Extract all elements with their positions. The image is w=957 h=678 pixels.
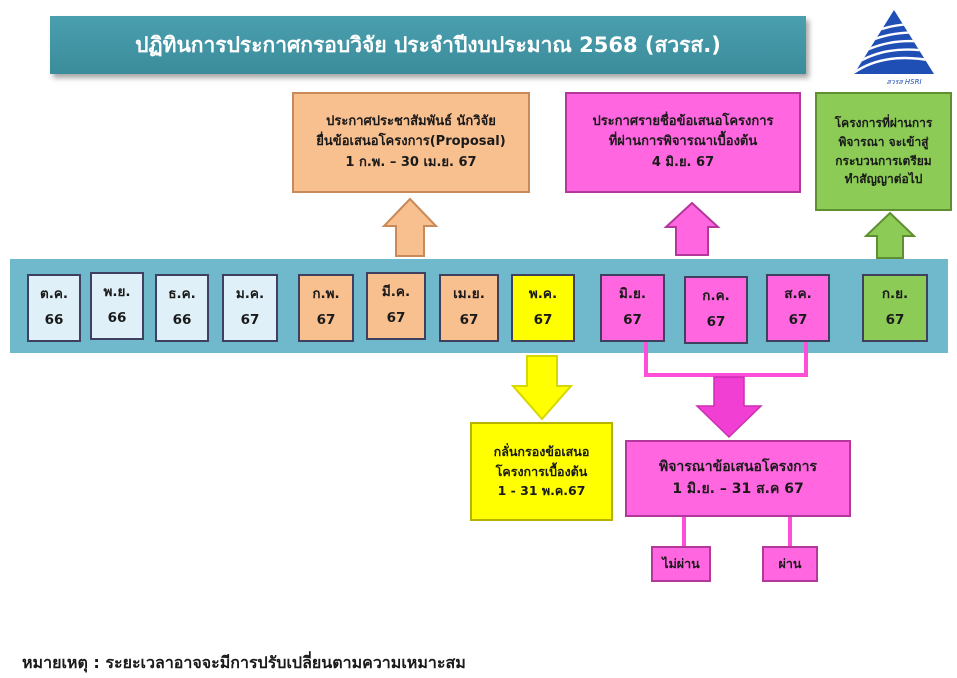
month-year: 66 bbox=[107, 310, 127, 326]
box-line: ที่ผ่านการพิจารณาเบื้องต้น bbox=[608, 134, 758, 150]
box-line: กลั่นกรองข้อเสนอ bbox=[493, 444, 590, 460]
box-line: 1 มิ.ย. – 31 ส.ค 67 bbox=[672, 480, 804, 497]
month-sep-67: ก.ย. 67 bbox=[862, 274, 928, 342]
box-line: ประกาศรายชื่อข้อเสนอโครงการ bbox=[592, 114, 774, 130]
box-line: ยื่นข้อเสนอโครงการ(Proposal) bbox=[316, 134, 506, 150]
box-line: 1 ก.พ. – 30 เม.ย. 67 bbox=[345, 154, 477, 170]
box-line: โครงการเบื้องต้น bbox=[495, 463, 588, 479]
box-line: พิจารณา จะเข้าสู่ bbox=[838, 134, 929, 149]
month-name: ส.ค. bbox=[784, 286, 812, 303]
box-line: 1 - 31 พ.ค.67 bbox=[497, 483, 586, 499]
up-arrow-icon bbox=[381, 197, 439, 257]
month-year: 67 bbox=[623, 312, 642, 328]
month-jun-67: มิ.ย. 67 bbox=[600, 274, 665, 342]
consideration-box: พิจารณาข้อเสนอโครงการ 1 มิ.ย. – 31 ส.ค 6… bbox=[625, 440, 851, 517]
month-year: 67 bbox=[533, 312, 553, 328]
month-year: 67 bbox=[706, 314, 726, 330]
month-name: ม.ค. bbox=[235, 286, 265, 303]
box-line: ทำสัญญาต่อไป bbox=[844, 172, 923, 187]
month-name: ธ.ค. bbox=[168, 286, 196, 303]
contract-preparation-box: โครงการที่ผ่านการ พิจารณา จะเข้าสู่ กระบ… bbox=[815, 92, 952, 211]
month-oct-66: ต.ค. 66 bbox=[27, 274, 81, 342]
month-name: มี.ค. bbox=[381, 284, 411, 301]
month-may-67: พ.ค. 67 bbox=[511, 274, 575, 342]
month-year: 67 bbox=[316, 312, 336, 328]
month-aug-67: ส.ค. 67 bbox=[766, 274, 830, 342]
month-year: 67 bbox=[240, 312, 260, 328]
month-year: 67 bbox=[459, 312, 479, 328]
month-name: ก.ค. bbox=[702, 288, 730, 305]
box-line: ประกาศประชาสัมพันธ์ นักวิจัย bbox=[326, 114, 496, 130]
logo-text: สวรส HSRI bbox=[886, 78, 921, 86]
month-feb-67: ก.พ. 67 bbox=[298, 274, 354, 342]
month-mar-67: มี.ค. 67 bbox=[366, 272, 426, 340]
box-line: 4 มิ.ย. 67 bbox=[651, 154, 715, 170]
up-arrow-icon bbox=[663, 201, 721, 256]
month-name: พ.ค. bbox=[528, 286, 558, 303]
box-line: กระบวนการเตรียม bbox=[835, 153, 932, 168]
down-arrow-icon bbox=[695, 376, 763, 439]
month-dec-66: ธ.ค. 66 bbox=[155, 274, 209, 342]
month-name: มิ.ย. bbox=[618, 286, 647, 303]
month-jan-67: ม.ค. 67 bbox=[222, 274, 278, 342]
box-line: พิจารณาข้อเสนอโครงการ bbox=[658, 458, 818, 475]
preliminary-list-box: ประกาศรายชื่อข้อเสนอโครงการ ที่ผ่านการพิ… bbox=[565, 92, 801, 193]
fail-box: ไม่ผ่าน bbox=[651, 546, 711, 582]
month-name: ต.ค. bbox=[39, 286, 69, 303]
box-line: โครงการที่ผ่านการ bbox=[834, 116, 933, 131]
month-jul-67: ก.ค. 67 bbox=[684, 276, 748, 344]
month-nov-66: พ.ย. 66 bbox=[90, 272, 144, 340]
month-year: 66 bbox=[44, 312, 64, 328]
screening-box: กลั่นกรองข้อเสนอ โครงการเบื้องต้น 1 - 31… bbox=[470, 422, 613, 521]
month-name: เม.ย. bbox=[453, 286, 485, 303]
up-arrow-icon bbox=[863, 211, 917, 259]
page-title: ปฏิทินการประกาศกรอบวิจัย ประจำปีงบประมาณ… bbox=[50, 16, 806, 74]
proposal-announcement-box: ประกาศประชาสัมพันธ์ นักวิจัย ยื่นข้อเสนอ… bbox=[292, 92, 530, 193]
hsri-triangle-logo-icon: สวรส HSRI bbox=[854, 10, 934, 86]
month-year: 67 bbox=[386, 310, 406, 326]
pass-box: ผ่าน bbox=[762, 546, 818, 582]
month-name: พ.ย. bbox=[103, 284, 131, 301]
month-apr-67: เม.ย. 67 bbox=[439, 274, 499, 342]
month-name: ก.ย. bbox=[881, 286, 909, 303]
month-name: ก.พ. bbox=[312, 286, 340, 303]
down-arrow-icon bbox=[510, 355, 574, 421]
month-year: 66 bbox=[172, 312, 192, 328]
month-year: 67 bbox=[788, 312, 808, 328]
footnote: หมายเหตุ : ระยะเวลาอาจจะมีการปรับเปลี่ยน… bbox=[22, 653, 466, 672]
month-year: 67 bbox=[885, 312, 905, 328]
